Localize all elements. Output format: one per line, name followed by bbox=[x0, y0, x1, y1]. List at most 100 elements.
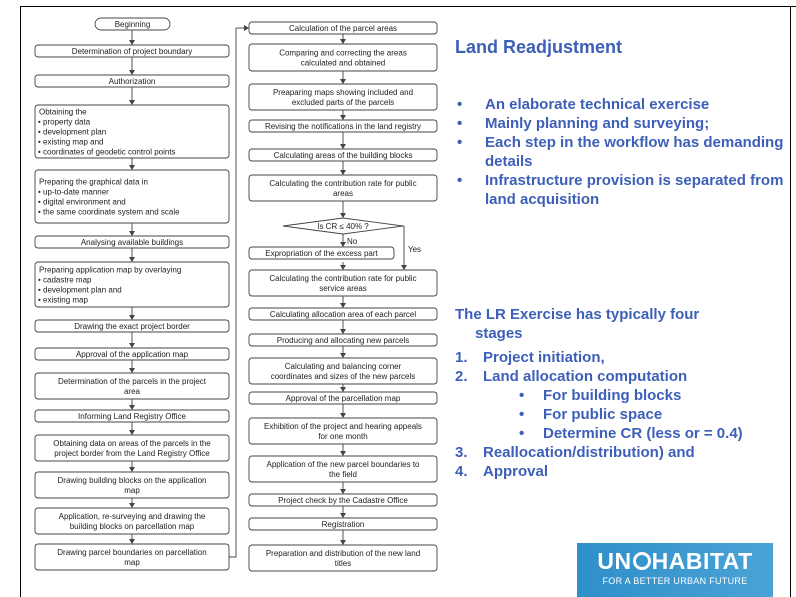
step-label: Calculating allocation area of each parc… bbox=[270, 310, 417, 319]
flow-step-approval-parcellation: Approval of the parcellation map bbox=[248, 391, 438, 405]
flow-step-project-check: Project check by the Cadastre Office bbox=[248, 493, 438, 507]
flow-step-authorization: Authorization bbox=[34, 74, 230, 88]
flow-step-drawing-parcel-boundaries: Drawing parcel boundaries on parcellatio… bbox=[34, 543, 230, 571]
flow-step-exhibition: Exhibition of the project and hearing ap… bbox=[248, 417, 438, 445]
bullet-icon: • bbox=[457, 115, 463, 132]
arrow-head-icon bbox=[340, 540, 346, 545]
arrow-head-icon bbox=[340, 329, 346, 334]
flow-step-comparing-areas: Comparing and correcting the areascalcul… bbox=[248, 43, 438, 72]
step-label: Preparing application map by overlaying bbox=[39, 266, 181, 275]
logo-tagline: FOR A BETTER URBAN FUTURE bbox=[602, 576, 748, 586]
step-label: Producing and allocating new parcels bbox=[277, 336, 410, 345]
step-label: calculated and obtained bbox=[301, 59, 386, 68]
step-label: Drawing the exact project border bbox=[74, 322, 190, 331]
arrow-head-icon bbox=[340, 451, 346, 456]
column-connector-line bbox=[229, 28, 237, 558]
decision-label: Is CR ≤ 40% ? bbox=[317, 222, 369, 231]
flow-step-drawing-building-blocks: Drawing building blocks on the applicati… bbox=[34, 471, 230, 499]
step-label: Authorization bbox=[109, 77, 156, 86]
arrow-head-icon bbox=[129, 503, 135, 508]
arrow-head-icon bbox=[129, 539, 135, 544]
step-list-item: • digital environment and bbox=[38, 198, 126, 207]
flow-step-registration: Registration bbox=[248, 517, 438, 531]
frame-right-line bbox=[790, 6, 791, 597]
step-list-item: • development plan and bbox=[38, 286, 122, 295]
flow-step-producing-parcels: Producing and allocating new parcels bbox=[248, 333, 438, 347]
stage-item: 2.Land allocation computation •For build… bbox=[455, 367, 790, 443]
bullet-icon: • bbox=[457, 96, 463, 113]
step-list-item: • the same coordinate system and scale bbox=[38, 208, 180, 217]
flow-step-obtaining-data: Obtaining the• property data• developmen… bbox=[34, 104, 230, 159]
arrow-head-icon bbox=[129, 343, 135, 348]
step-label: Exhibition of the project and hearing ap… bbox=[264, 422, 422, 431]
step-label: Application, re-surveying and drawing th… bbox=[59, 512, 206, 521]
flow-step-application-boundaries: Application of the new parcel boundaries… bbox=[248, 455, 438, 483]
arrow-head-icon bbox=[129, 368, 135, 373]
cr-decision-diamond: Is CR ≤ 40% ? bbox=[282, 217, 404, 235]
arrow-head-icon bbox=[129, 40, 135, 45]
arrow-head-icon bbox=[129, 315, 135, 320]
arrow-head-icon bbox=[340, 115, 346, 120]
bullet-icon: • bbox=[457, 134, 463, 151]
stage-sub-list: •For building blocks •For public space •… bbox=[483, 386, 790, 443]
arrow-head-icon bbox=[401, 265, 407, 270]
arrow-head-icon bbox=[340, 144, 346, 149]
arrow-head-icon bbox=[129, 165, 135, 170]
flow-step-approval-application-map: Approval of the application map bbox=[34, 347, 230, 361]
step-label: Calculation of the parcel areas bbox=[289, 24, 397, 33]
flow-step-preparing-graphical: Preparing the graphical data in• up-to-d… bbox=[34, 169, 230, 224]
step-label: project border from the Land Registry Of… bbox=[54, 449, 210, 458]
arrow-head-icon bbox=[340, 413, 346, 418]
stage-sub-item: •For building blocks bbox=[519, 387, 682, 404]
step-box bbox=[248, 246, 395, 260]
slide-title: Land Readjustment bbox=[455, 37, 623, 57]
step-label: Preaparing maps showing included and bbox=[273, 88, 413, 97]
step-label: areas bbox=[333, 189, 353, 198]
step-label: Drawing parcel boundaries on parcellatio… bbox=[57, 548, 206, 557]
step-label: Project check by the Cadastre Office bbox=[278, 496, 408, 505]
arrow-head-icon bbox=[340, 242, 346, 247]
flow-step-determination-parcels: Determination of the parcels in the proj… bbox=[34, 372, 230, 400]
arrow-head-icon bbox=[129, 430, 135, 435]
flow-step-calc-block-areas: Calculating areas of the building blocks bbox=[248, 148, 438, 162]
arrow-head-icon bbox=[129, 467, 135, 472]
arrow-head-icon bbox=[129, 231, 135, 236]
step-list-item: • cadastre map bbox=[38, 276, 92, 285]
flow-step-project-boundary: Determination of project boundary bbox=[34, 44, 230, 58]
step-label: coordinates and sizes of the new parcels bbox=[271, 372, 416, 381]
step-label: Application of the new parcel boundaries… bbox=[267, 460, 421, 469]
bullet-icon: • bbox=[519, 406, 525, 423]
step-list-item: • existing map bbox=[38, 296, 88, 305]
frame-left-line bbox=[20, 6, 21, 597]
step-label: Approval of the application map bbox=[76, 350, 189, 359]
bullet-icon: • bbox=[457, 172, 463, 189]
flow-step-expropriation: Expropriation of the excess part bbox=[248, 246, 395, 260]
step-label: Calculating the contribution rate for pu… bbox=[269, 274, 416, 283]
step-label: map bbox=[124, 486, 140, 495]
step-label: Approval of the parcellation map bbox=[286, 394, 401, 403]
step-label: Calculating and balancing corner bbox=[285, 362, 402, 371]
step-label: Analysing available buildings bbox=[81, 238, 183, 247]
arrow-head-icon bbox=[340, 513, 346, 518]
step-label: service areas bbox=[319, 284, 367, 293]
step-label: Calculating areas of the building blocks bbox=[274, 151, 413, 160]
frame-top-line bbox=[20, 6, 796, 7]
no-label: No bbox=[347, 237, 358, 246]
stage-item: 3.Reallocation/distribution) and bbox=[455, 444, 695, 461]
arrow-head-icon bbox=[340, 79, 346, 84]
step-label: Obtaining the bbox=[39, 108, 87, 117]
flow-step-beginning: Beginning bbox=[94, 17, 171, 31]
feature-item: •Mainly planning and surveying; bbox=[457, 115, 710, 132]
arrow-head-icon bbox=[340, 170, 346, 175]
flow-step-application-resurveying: Application, re-surveying and drawing th… bbox=[34, 507, 230, 535]
step-list-item: • development plan bbox=[38, 128, 106, 137]
step-label: Revising the notifications in the land r… bbox=[265, 122, 421, 131]
bullet-icon: • bbox=[519, 425, 525, 442]
step-label: Preparing the graphical data in bbox=[39, 178, 148, 187]
arrow-head-icon bbox=[340, 489, 346, 494]
step-label: Calculating the contribution rate for pu… bbox=[269, 179, 416, 188]
flow-step-calc-corner-coordinates: Calculating and balancing cornercoordina… bbox=[248, 357, 438, 385]
step-label: Expropriation of the excess part bbox=[265, 249, 378, 258]
